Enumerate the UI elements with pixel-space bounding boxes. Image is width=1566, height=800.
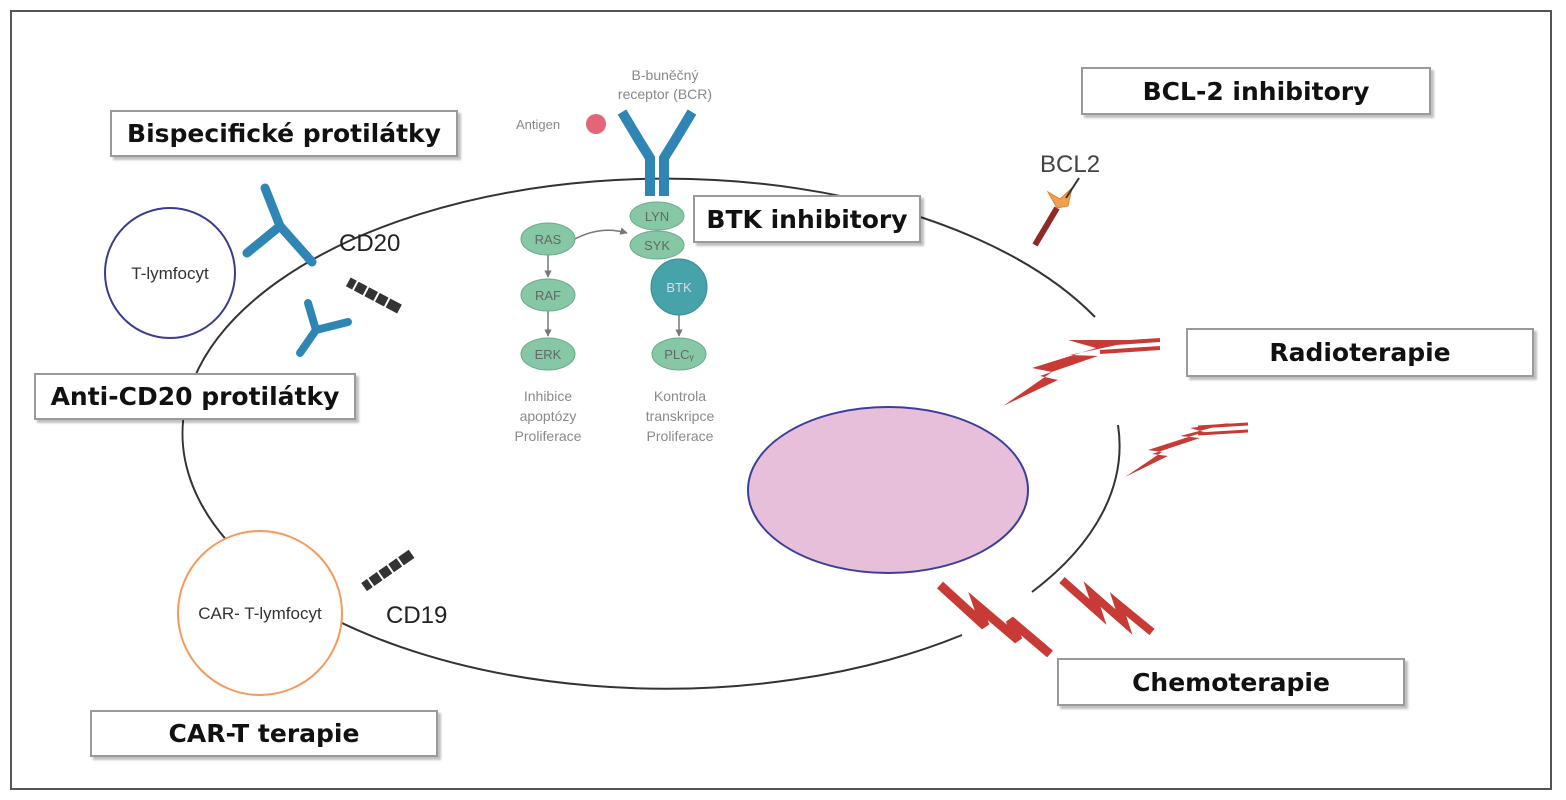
diagram-frame (10, 10, 1552, 790)
bcl2-label: BCL2 (1040, 151, 1100, 178)
radiation-beam-2-icon (1125, 422, 1249, 477)
antigen-label: Antigen (516, 117, 560, 132)
anti-cd20-antibody-icon (296, 299, 352, 357)
radiation-beam-1-icon (1003, 338, 1161, 406)
bcl2-inhibitors-box: BCL-2 inhibitory (1081, 67, 1431, 115)
left-outcome-1: Inhibice (524, 388, 572, 404)
chemotherapy-label: Chemoterapie (1132, 667, 1330, 697)
cd20-receptor-icon (345, 277, 402, 314)
t-lymphocyte-label: T-lymfocyt (131, 264, 209, 283)
bcl2-pointer (1065, 177, 1080, 199)
syk-node (629, 230, 685, 260)
raf-node (520, 278, 576, 312)
left-outcome-3: Proliferace (515, 428, 582, 444)
cd20-label: CD20 (339, 230, 400, 257)
btk-node-label: BTK (666, 280, 692, 295)
anti-cd20-antibodies-box: Anti-CD20 protilátky (34, 373, 356, 420)
bispecific-antibody-icon (242, 183, 317, 267)
radiotherapy-label: Radioterapie (1269, 338, 1451, 367)
ras-node (520, 222, 576, 256)
btk-inhibitors-label: BTK inhibitory (706, 204, 908, 234)
bcl2-inhibitors-label: BCL-2 inhibitory (1142, 76, 1370, 106)
btk-inhibitors-box: BTK inhibitory (693, 195, 921, 243)
bispecific-antibodies-label: Bispecifické protilátky (127, 119, 441, 148)
pathway-arrows (544, 227, 683, 337)
raf-label: RAF (535, 288, 561, 303)
cd19-receptor-icon (361, 549, 415, 592)
cd19-label: CD19 (386, 602, 447, 629)
chemo-bolt-1-icon (936, 581, 1053, 658)
erk-node (520, 337, 576, 371)
bcl2-protein-icon (1032, 186, 1073, 247)
b-cell-membrane-right (1031, 424, 1121, 593)
bcr-receptor-icon (617, 109, 697, 196)
bcr-label-line1: B-buněčný (632, 67, 699, 83)
chemotherapy-box: Chemoterapie (1057, 658, 1405, 706)
car-t-therapy-box: CAR-T terapie (90, 710, 438, 757)
syk-label: SYK (644, 238, 670, 253)
car-t-lymphocyte-cell (177, 530, 343, 696)
bispecific-antibodies-box: Bispecifické protilátky (110, 110, 458, 157)
car-t-therapy-label: CAR-T terapie (168, 719, 360, 748)
t-lymphocyte-cell (104, 207, 236, 339)
right-outcome-1: Kontrola (654, 388, 706, 404)
left-outcome-2: apoptózy (520, 408, 577, 424)
car-t-lymphocyte-label: CAR- T-lymfocyt (198, 604, 322, 623)
plc-node (651, 337, 707, 371)
btk-node (650, 258, 708, 316)
radiotherapy-box: Radioterapie (1186, 328, 1534, 377)
plc-label: PLCᵧ (664, 347, 694, 362)
right-outcome-3: Proliferace (647, 428, 714, 444)
chemo-bolt-2-icon (1059, 577, 1155, 636)
antigen-icon (586, 114, 606, 134)
ras-label: RAS (535, 232, 562, 247)
lyn-node (629, 201, 685, 231)
anti-cd20-antibodies-label: Anti-CD20 protilátky (50, 382, 340, 411)
nucleus (747, 406, 1029, 574)
lyn-label: LYN (645, 209, 669, 224)
erk-label: ERK (535, 347, 562, 362)
right-outcome-2: transkripce (646, 408, 715, 424)
bcr-label-line2: receptor (BCR) (618, 86, 712, 102)
